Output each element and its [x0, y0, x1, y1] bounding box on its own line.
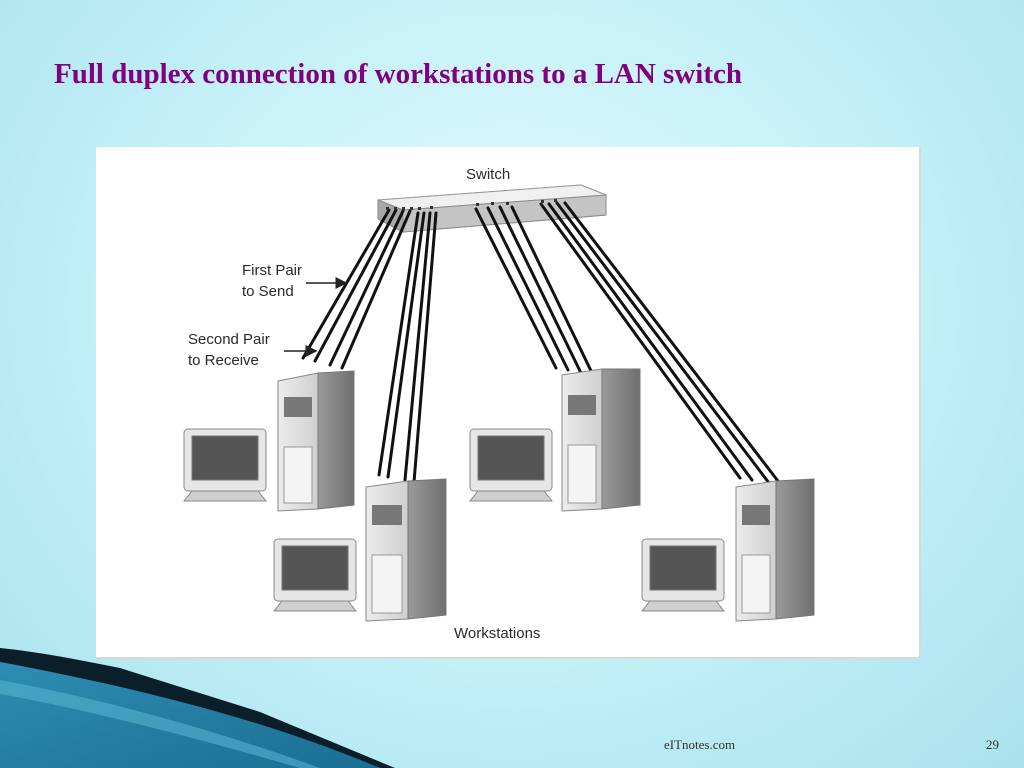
network-diagram: Switch First Pair to Send Second Pair to…	[96, 147, 921, 659]
workstation-3	[468, 368, 641, 512]
workstation-2	[272, 478, 447, 622]
slide-title: Full duplex connection of workstations t…	[54, 58, 742, 90]
diagram-drawing	[182, 184, 815, 622]
footer-site: eITnotes.com	[664, 737, 736, 752]
second-pair-label: Second Pair to Receive	[188, 329, 270, 371]
first-pair-line-1: First Pair	[242, 262, 302, 279]
first-pair-line-2: to Send	[242, 283, 294, 300]
workstation-1	[182, 370, 355, 512]
cables	[301, 201, 783, 487]
page-number: 29	[986, 737, 999, 752]
switch-label: Switch	[466, 166, 511, 183]
workstations-label: Workstations	[454, 625, 541, 642]
first-pair-label: First Pair to Send	[242, 260, 302, 302]
second-pair-line-2: to Receive	[188, 352, 259, 369]
workstation-4	[640, 478, 815, 622]
second-pair-line-1: Second Pair	[188, 331, 270, 348]
